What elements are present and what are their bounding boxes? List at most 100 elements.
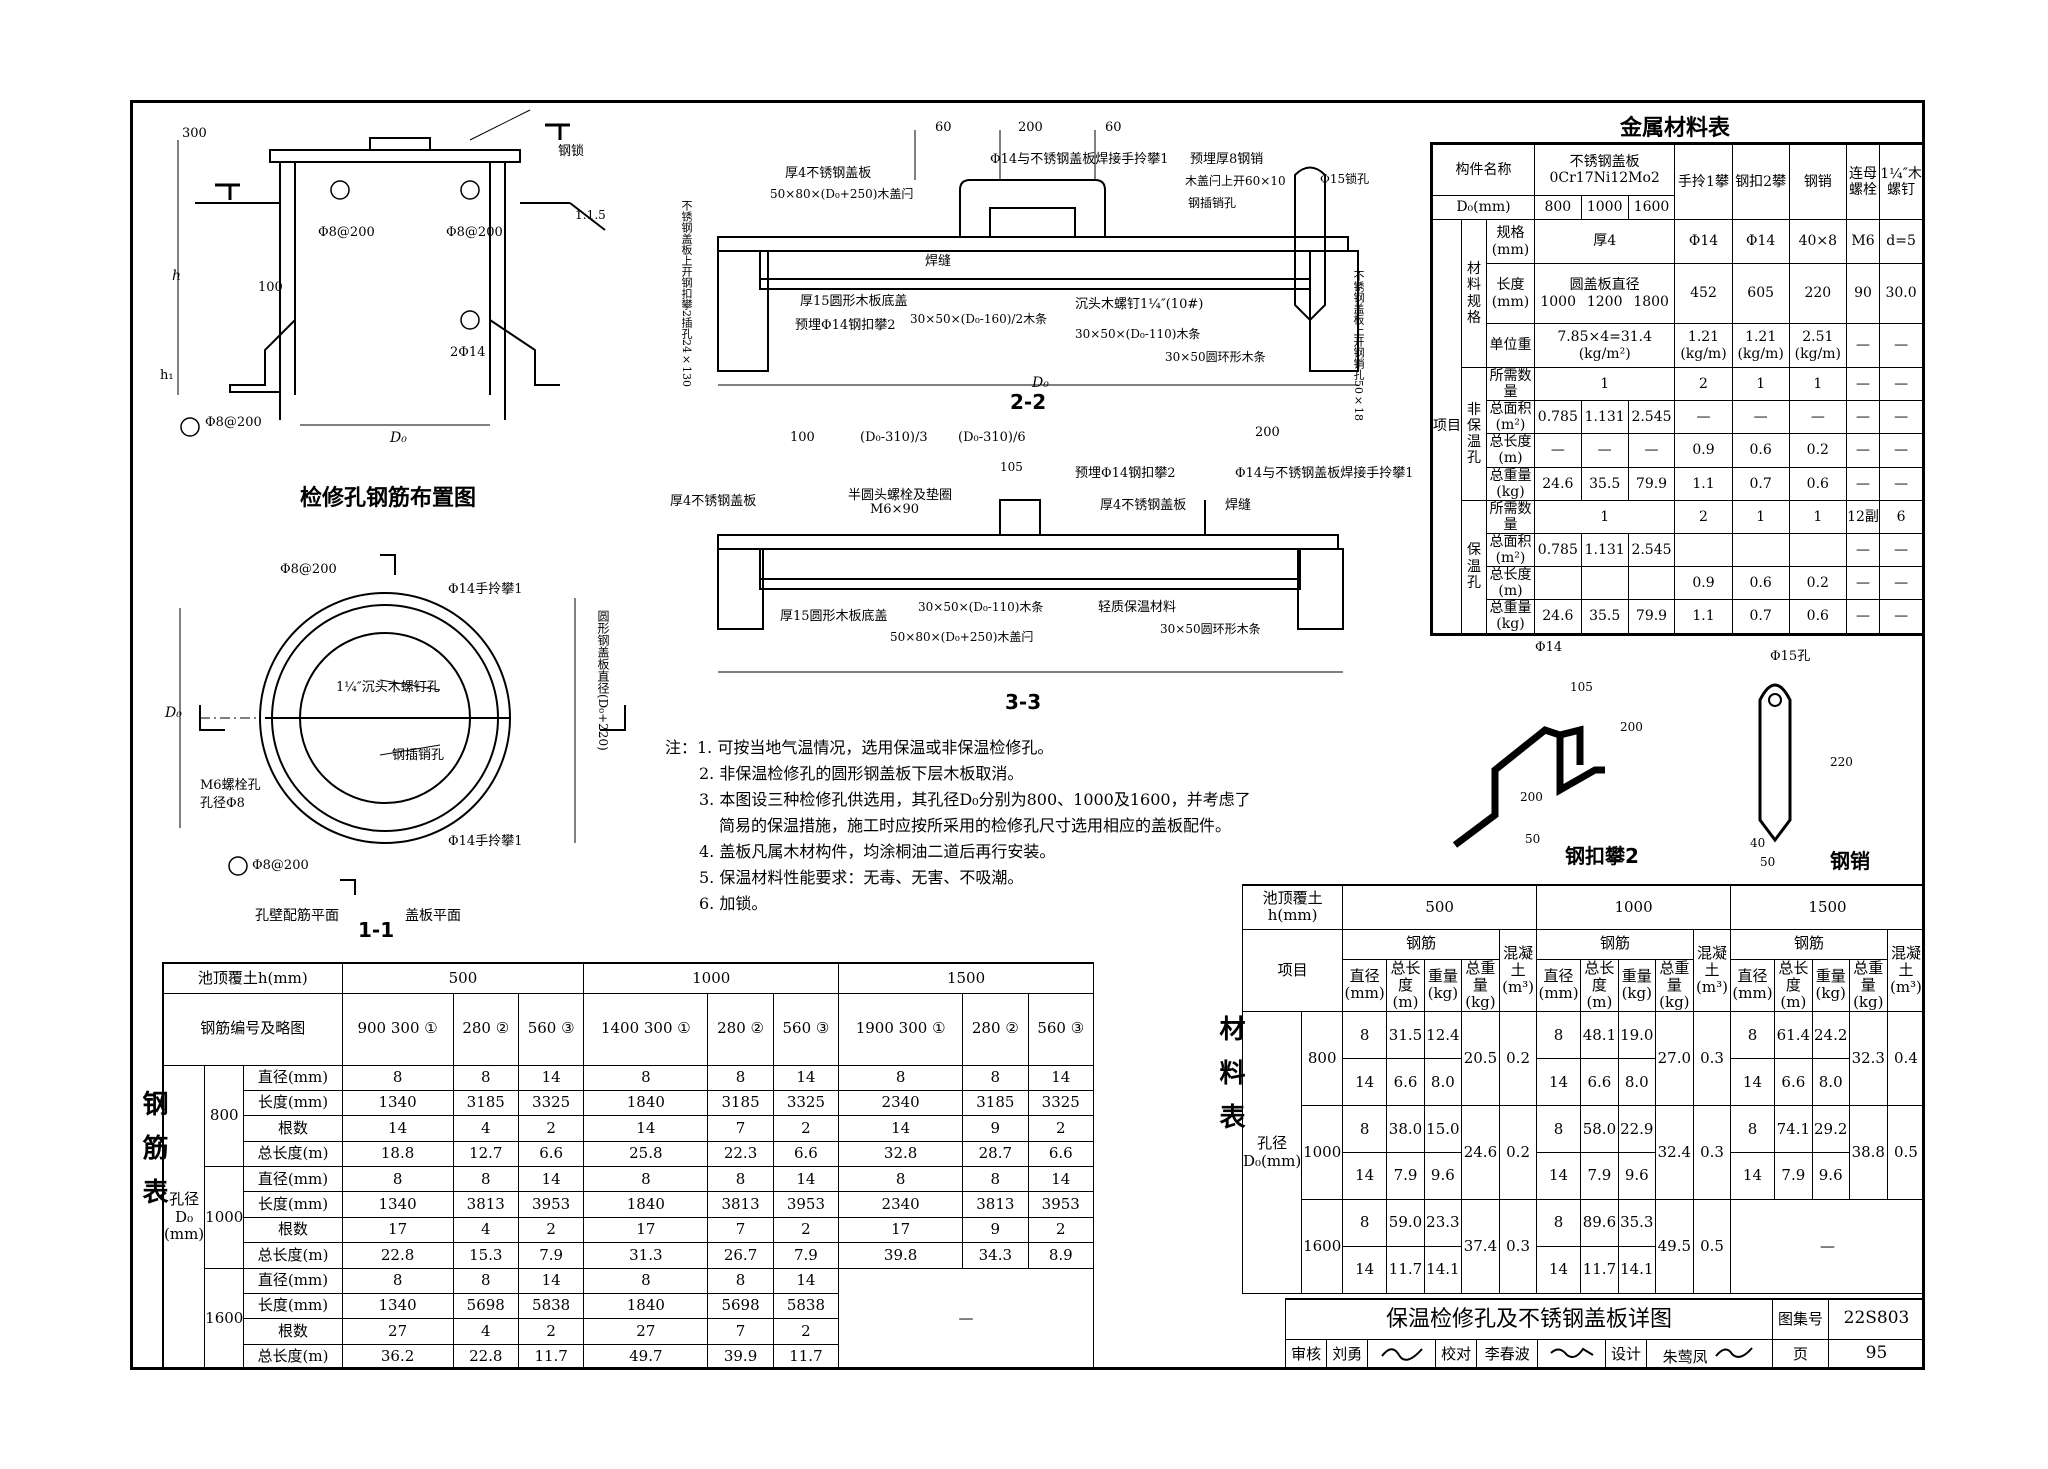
mat-cell: 8 (1342, 1011, 1388, 1060)
rt-bar2-500-dim: 280 (462, 1019, 491, 1038)
cover-dia: 圆形钢盖板直径(D₀+220) (596, 610, 610, 751)
mat-cell: 59.0 (1386, 1199, 1425, 1248)
mat-sub: 直径(mm) (1342, 958, 1388, 1013)
page-label: 页 (1772, 1338, 1829, 1370)
rebar2-callout: Φ8@200 (318, 225, 375, 240)
mat-sub: 总长度(m) (1773, 958, 1813, 1013)
mat-cell: 14 (1730, 1152, 1775, 1201)
m6-hole: M6螺栓孔 (200, 778, 261, 793)
rt-bar1-500-num: ① (424, 1019, 438, 1038)
rt-bar2-1500: 280 ② (962, 992, 1029, 1066)
d0-label-plan: D₀ (165, 705, 182, 721)
mat-cell: 9.6 (1617, 1152, 1656, 1201)
mt-length-note: 圆盖板直径 (1569, 277, 1640, 294)
rt-cell: 1840 (583, 1191, 709, 1218)
mt-i-area-1: 1.131 (1580, 532, 1629, 568)
rt-800-r2: 根数 (243, 1115, 343, 1142)
rt-size-1000: 1000 (204, 1166, 245, 1269)
mat-cell: 38.8 (1848, 1105, 1888, 1201)
rt-cell: 7 (707, 1318, 774, 1345)
mat-cell: 11.7 (1580, 1246, 1619, 1294)
rt-cell: 2 (772, 1115, 840, 1142)
mt-i-len-0 (1533, 566, 1582, 601)
handle2-drawing (1452, 725, 1605, 848)
thick4-22: 厚4不锈钢盖板 (785, 166, 872, 181)
mt-n-qty-pin: 1 (1788, 366, 1847, 402)
handle1-bottom: Φ14手拎攀1 (448, 834, 523, 849)
rt-cell: 8 (452, 1267, 519, 1294)
checker-signature (1537, 1338, 1606, 1370)
rt-bar2-1000-dim: 280 (717, 1019, 746, 1038)
two-phi14: 2Φ14 (450, 345, 486, 360)
rt-1600-r3: 总长度(m) (243, 1343, 343, 1371)
wood-block-33: 50×80×(D₀+250)木盖闩 (890, 630, 1034, 644)
drawing-title: 保温检修孔及不锈钢盖板详图 (1285, 1298, 1773, 1340)
rt-1600-r0: 直径(mm) (243, 1267, 343, 1294)
mt-i-wt-4: 0.7 (1731, 599, 1790, 635)
mat-cell: 12.4 (1423, 1011, 1462, 1060)
rt-cell: 4 (452, 1216, 519, 1244)
lock-label: 钢锁 (558, 144, 585, 159)
mat-cell: 14 (1342, 1058, 1388, 1107)
mat-cell: 6.6 (1580, 1058, 1619, 1107)
rt-cover-depth: 池顶覆土h(mm) (162, 962, 343, 994)
bottom-22: 厚15圆形木板底盖 (800, 294, 908, 309)
rt-cell: 12.7 (452, 1140, 519, 1168)
mt-n-area-0: 0.785 (1533, 400, 1582, 435)
rt-depth-500: 500 (341, 962, 585, 994)
mat-sub: 重量(kg) (1617, 958, 1656, 1013)
rt-bar2-1000: 280 ② (707, 992, 774, 1066)
mt-n-area-4: — (1731, 400, 1790, 435)
check-label: 校对 (1434, 1338, 1478, 1370)
plan-phi8-bottom: Φ8@200 (252, 858, 309, 873)
mat-cell: 24.2 (1811, 1011, 1850, 1060)
rt-cell: 8 (838, 1165, 964, 1193)
mat-cover-depth: 池顶覆土h(mm) (1241, 884, 1344, 930)
rebar-table: 池顶覆土h(mm) 500 1000 1500 钢筋编号及略图 900 300 … (162, 962, 1095, 1371)
dim-60b: 60 (1105, 120, 1122, 135)
mt-i-len-3: 0.9 (1674, 566, 1733, 601)
rt-cell: 39.9 (707, 1343, 774, 1371)
mat-cell: 31.5 (1386, 1011, 1425, 1060)
rt-cell: 5838 (772, 1292, 840, 1320)
mat-cell: 19.0 (1617, 1011, 1656, 1060)
rt-cell: 2340 (838, 1191, 964, 1218)
mt-n-len: 总长度(m) (1486, 433, 1535, 468)
note-1: 2. 非保温检修孔的圆形钢盖板下层木板取消。 (699, 764, 1024, 783)
mt-i-qty-bolt: 12副 (1845, 499, 1881, 534)
mat-steel-500: 钢筋 (1342, 928, 1501, 960)
mt-i-len-7: — (1879, 566, 1924, 601)
mat-cell: 0.2 (1499, 1011, 1538, 1107)
mat-cell: 23.3 (1423, 1199, 1462, 1248)
designer-signature (1715, 1347, 1754, 1359)
rt-cell: 22.8 (341, 1242, 454, 1269)
rt-cell: 7 (707, 1115, 774, 1142)
rt-bar3-500: 560 ③ (517, 992, 585, 1066)
rt-cell: 8 (583, 1165, 709, 1193)
dim-200a: 200 (1018, 120, 1043, 135)
rt-1000-r0: 直径(mm) (243, 1165, 343, 1193)
dim-h: h (172, 268, 182, 284)
mat-cell: 14 (1536, 1058, 1581, 1107)
mat-cell: 7.9 (1773, 1152, 1813, 1201)
mat-sub: 总长度(m) (1580, 958, 1619, 1013)
rt-cell: 34.3 (962, 1242, 1029, 1269)
section-33-drawing (717, 499, 1344, 673)
wood-block-22: 50×80×(D₀+250)木盖闩 (770, 187, 914, 201)
mat-cell: 7.9 (1580, 1152, 1619, 1201)
rt-cell: 3185 (707, 1089, 774, 1117)
rt-bar1-1000: 1400 300 ① (583, 992, 709, 1066)
mt-unit: 单位重 (1486, 323, 1535, 368)
rt-1600-r1: 长度(mm) (243, 1292, 343, 1320)
rt-cell: 3813 (962, 1191, 1029, 1218)
rt-cell: 14 (1027, 1165, 1095, 1193)
mat-sub: 总重量(kg) (1654, 958, 1694, 1013)
rt-800-r3: 总长度(m) (243, 1140, 343, 1168)
mt-n-area-5: — (1788, 400, 1847, 435)
mat-cell: 0.3 (1499, 1199, 1538, 1294)
rt-cell: 17 (341, 1216, 454, 1244)
rt-cell: 1340 (341, 1191, 454, 1218)
rt-bar2-1500-dim: 280 (971, 1019, 1001, 1038)
mat-steel-1000: 钢筋 (1536, 928, 1694, 960)
mat-size-800: 800 (1301, 1011, 1344, 1107)
